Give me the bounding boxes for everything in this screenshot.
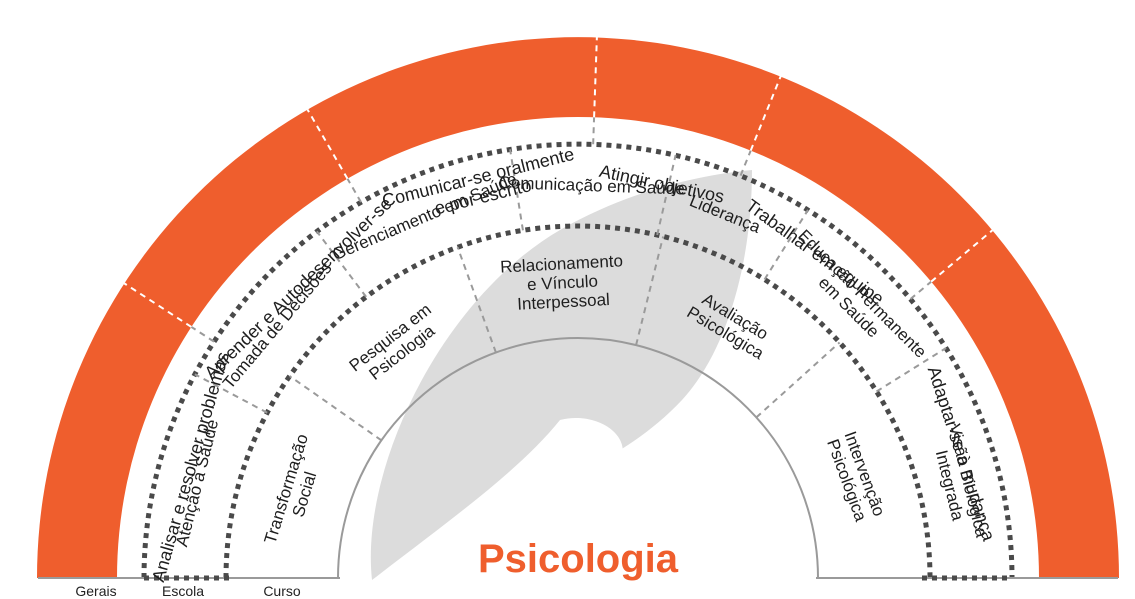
gerais-divider-3 [739, 150, 752, 176]
curso-label-line: e Vínculo [527, 272, 599, 295]
gerais-divider-orange-3 [749, 76, 782, 151]
escola-label-line: Tomada de Decisões [219, 259, 336, 393]
gerais-divider-orange-4 [930, 229, 994, 283]
gerais-divider-4 [909, 280, 932, 300]
gerais-divider-2 [592, 117, 596, 145]
outer-orange-band [37, 37, 1119, 579]
curso-divider-1 [456, 246, 497, 353]
escola-divider-4 [763, 209, 809, 281]
legend-escola: Escola [162, 583, 204, 599]
escola-divider-0 [194, 373, 268, 414]
curso-divider-2 [635, 236, 665, 346]
gerais-divider-orange-2 [593, 37, 598, 118]
curso-label-line: Interpessoal [517, 290, 610, 314]
gerais-divider-0 [190, 326, 215, 343]
inner-arc [337, 337, 819, 579]
ring-bands [37, 37, 1119, 579]
curso-label-transformacao: TransformaçãoSocial [261, 432, 331, 552]
escola-divider-2 [509, 149, 524, 231]
escola-divider-1 [316, 230, 367, 298]
gerais-divider-orange-0 [123, 282, 192, 328]
leaf-shape [370, 170, 752, 580]
escola-outer-boundary [141, 141, 1015, 579]
escola-inner-boundary [223, 223, 933, 579]
leaf-notch [560, 418, 623, 470]
legend-gerais: Gerais [75, 583, 116, 599]
curso-divider-3 [755, 341, 841, 419]
gerais-divider-1 [346, 178, 362, 203]
ring-dividers [38, 37, 1118, 581]
leaf-logo-icon [370, 170, 752, 580]
escola-divider-5 [875, 347, 947, 393]
escola-divider-3 [656, 154, 677, 236]
curso-divider-0 [289, 375, 382, 442]
center-title: Psicologia [478, 537, 679, 581]
gerais-divider-orange-1 [306, 108, 349, 180]
legend-curso: Curso [263, 583, 301, 599]
escola-label-tomada: Tomada de Decisões [219, 259, 336, 393]
curso-label-intervencao: IntervençãoPsicológica [823, 429, 889, 525]
